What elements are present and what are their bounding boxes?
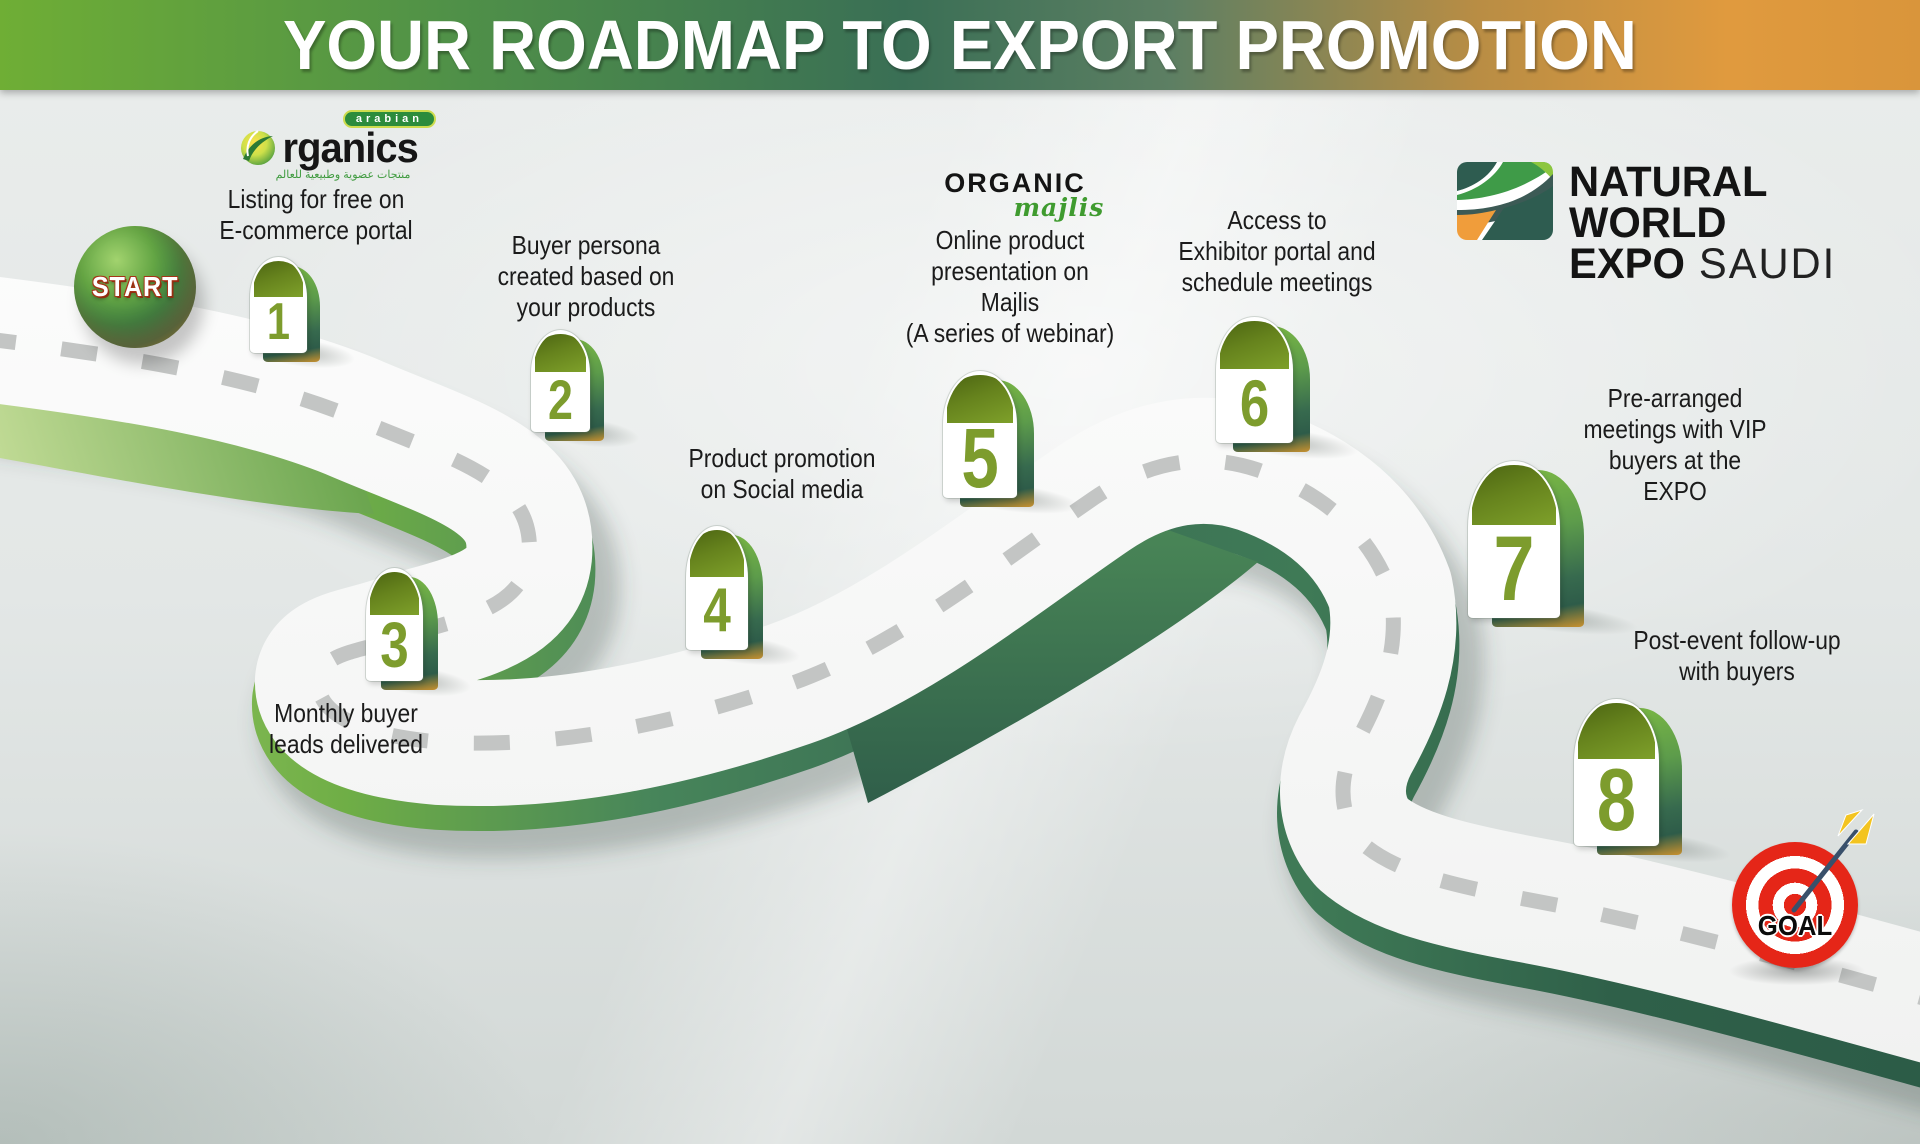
- milestone-face: 6: [1216, 317, 1293, 443]
- milestone-arch: [1472, 465, 1556, 525]
- milestone-arch: [535, 334, 586, 373]
- milestone-marker-2: 2: [531, 330, 643, 453]
- organic-majlis-logo: ORGANIC majlis: [895, 168, 1135, 222]
- milestone-caption-2: Buyer persona created based on your prod…: [497, 230, 675, 322]
- milestone-face: 7: [1468, 461, 1560, 618]
- milestone-face: 2: [531, 330, 590, 432]
- milestone-caption-3: Monthly buyer leads delivered: [269, 698, 423, 759]
- page-title: YOUR ROADMAP TO EXPORT PROMOTION: [283, 6, 1637, 84]
- arabian-organics-logo: rganics arabian منتجات عضوية وطبيعية للع…: [230, 110, 436, 181]
- organics-arabic-tagline: منتجات عضوية وطبيعية للعالم: [275, 169, 411, 181]
- nwe-word-world: WORLD: [1569, 199, 1727, 247]
- milestone-caption-8: Post-event follow-up with buyers: [1633, 625, 1841, 686]
- nwe-word-saudi: SAUDI: [1698, 240, 1837, 288]
- milestone-marker-8: 8: [1574, 699, 1734, 870]
- milestone-face: 4: [686, 526, 748, 650]
- milestone-face: 3: [366, 568, 423, 681]
- milestone-arch: [947, 375, 1013, 423]
- milestone-face: 8: [1574, 699, 1659, 846]
- milestone-caption-6: Access to Exhibitor portal and schedule …: [1178, 205, 1376, 297]
- goal-marker: GOAL: [1726, 808, 1875, 986]
- nwe-word-natural: NATURAL: [1569, 158, 1768, 206]
- milestone-number: 8: [1596, 749, 1637, 846]
- milestone-marker-4: 4: [686, 526, 803, 671]
- natural-world-expo-logo-icon: [1457, 162, 1553, 240]
- arabian-badge: arabian: [342, 110, 436, 128]
- milestone-caption-5: Online product presentation on Majlis (A…: [905, 225, 1115, 348]
- natural-world-expo-logo: NATURAL WORLD EXPO SAUDI: [1457, 158, 1844, 294]
- milestone-number: 4: [703, 575, 731, 645]
- header-banner: YOUR ROADMAP TO EXPORT PROMOTION: [0, 0, 1920, 90]
- milestone-number: 6: [1239, 366, 1270, 441]
- road-inner-wall-middle: [845, 508, 1258, 803]
- road-inner-wall-left: [0, 386, 374, 514]
- milestone-arch: [1220, 321, 1289, 369]
- milestone-caption-1: Listing for free on E-commerce portal: [219, 184, 413, 245]
- milestone-number: 3: [380, 609, 409, 681]
- milestone-arch: [1578, 703, 1655, 759]
- goal-label: GOAL: [1757, 910, 1833, 942]
- organic-majlis-bottom-text: majlis: [1013, 193, 1105, 222]
- milestone-face: 1: [250, 257, 307, 353]
- natural-world-expo-text: NATURAL WORLD EXPO SAUDI: [1569, 158, 1837, 294]
- milestone-number: 2: [548, 367, 573, 431]
- milestone-number: 1: [266, 293, 291, 352]
- dart-icon: [1791, 808, 1875, 913]
- milestone-marker-3: 3: [366, 568, 474, 702]
- milestone-arch: [370, 572, 419, 615]
- milestone-number: 7: [1493, 517, 1535, 618]
- milestone-marker-6: 6: [1216, 317, 1361, 466]
- organics-leaf-icon: [240, 130, 275, 165]
- milestone-marker-7: 7: [1468, 461, 1641, 642]
- milestone-caption-4: Product promotion on Social media: [688, 443, 876, 504]
- organic-majlis-top-text: ORGANIC: [944, 168, 1086, 198]
- milestone-number: 5: [961, 410, 999, 498]
- arabian-organics-wordmark: rganics arabian: [230, 110, 436, 172]
- milestone-face: 5: [943, 371, 1017, 498]
- milestone-arch: [254, 261, 303, 297]
- start-marker: START: [74, 226, 196, 348]
- start-label: START: [91, 271, 179, 302]
- milestone-arch: [690, 530, 744, 577]
- milestone-caption-7: Pre-arranged meetings with VIP buyers at…: [1583, 383, 1767, 506]
- milestone-marker-1: 1: [250, 257, 358, 374]
- organics-wordmark-text: rganics: [282, 124, 418, 171]
- nwe-word-expo: EXPO: [1569, 240, 1685, 288]
- milestone-marker-5: 5: [943, 371, 1082, 521]
